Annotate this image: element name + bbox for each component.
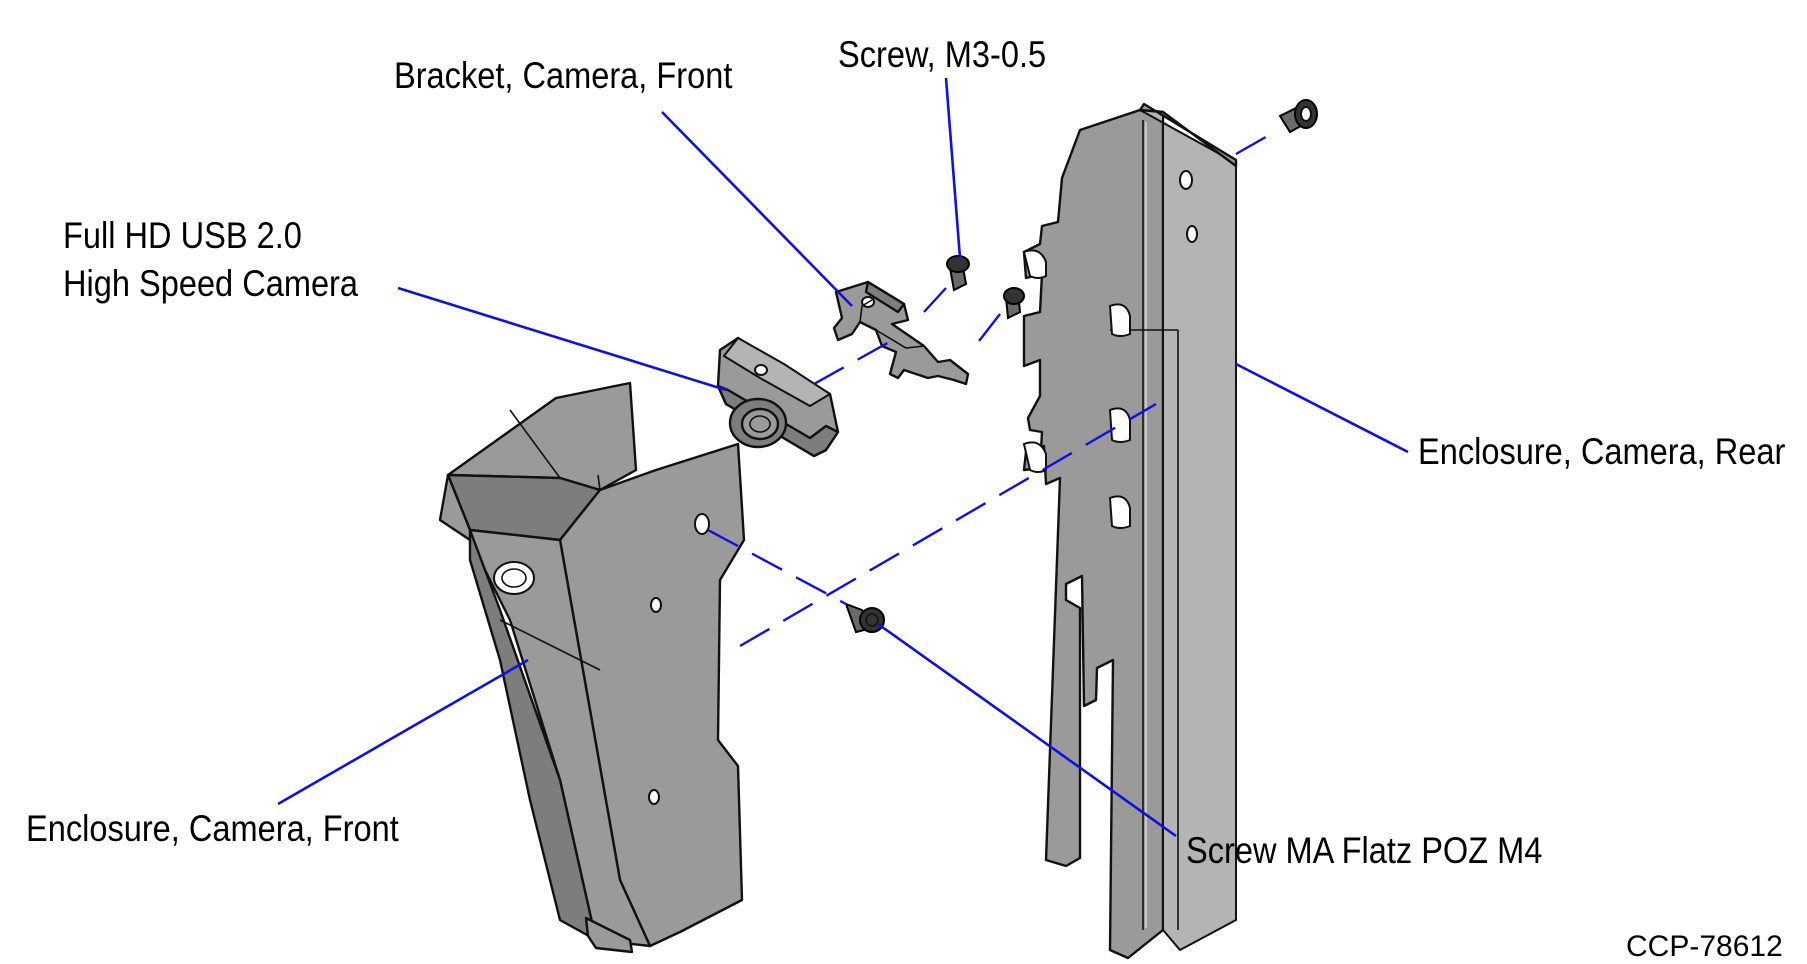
label-screw-m4: Screw MA Flatz POZ M4 xyxy=(1186,830,1543,871)
screw-m3-lower xyxy=(1003,287,1025,320)
dash-front-to-rear xyxy=(739,402,1157,648)
leader-lines xyxy=(277,77,1409,838)
label-screw-m3: Screw, M3-0.5 xyxy=(838,34,1047,75)
label-camera-line1: Full HD USB 2.0 xyxy=(63,215,302,256)
dash-hole-to-screw xyxy=(707,528,847,606)
label-camera-line2: High Speed Camera xyxy=(63,263,359,304)
dash-camera-to-bracket xyxy=(813,334,901,386)
assembly-lines xyxy=(707,128,1279,648)
figure-code: CCP-78612 xyxy=(1626,930,1783,963)
dash-screw-to-bracket xyxy=(923,287,947,313)
leader-enclosure-front xyxy=(277,658,529,806)
leader-camera xyxy=(397,286,727,392)
screw-m4 xyxy=(844,602,885,634)
dash-screw2-to-rear xyxy=(971,313,1001,351)
screw-m3-upper xyxy=(946,255,970,292)
enclosure-front-part xyxy=(438,381,746,954)
leader-screw-m3 xyxy=(944,77,962,259)
camera-bracket-part xyxy=(832,280,970,386)
leader-screw-m4 xyxy=(877,622,1177,838)
enclosure-rear-part xyxy=(1022,102,1238,960)
label-enclosure-camera-front: Enclosure, Camera, Front xyxy=(26,808,399,849)
label-enclosure-camera-rear: Enclosure, Camera, Rear xyxy=(1418,431,1786,472)
leader-bracket xyxy=(661,111,853,307)
label-bracket-camera-front: Bracket, Camera, Front xyxy=(394,55,733,96)
dash-screw-top-right xyxy=(1235,128,1279,156)
leader-enclosure-rear xyxy=(1235,362,1409,454)
usb-camera-part xyxy=(716,336,840,458)
screw-top-right xyxy=(1278,99,1318,134)
